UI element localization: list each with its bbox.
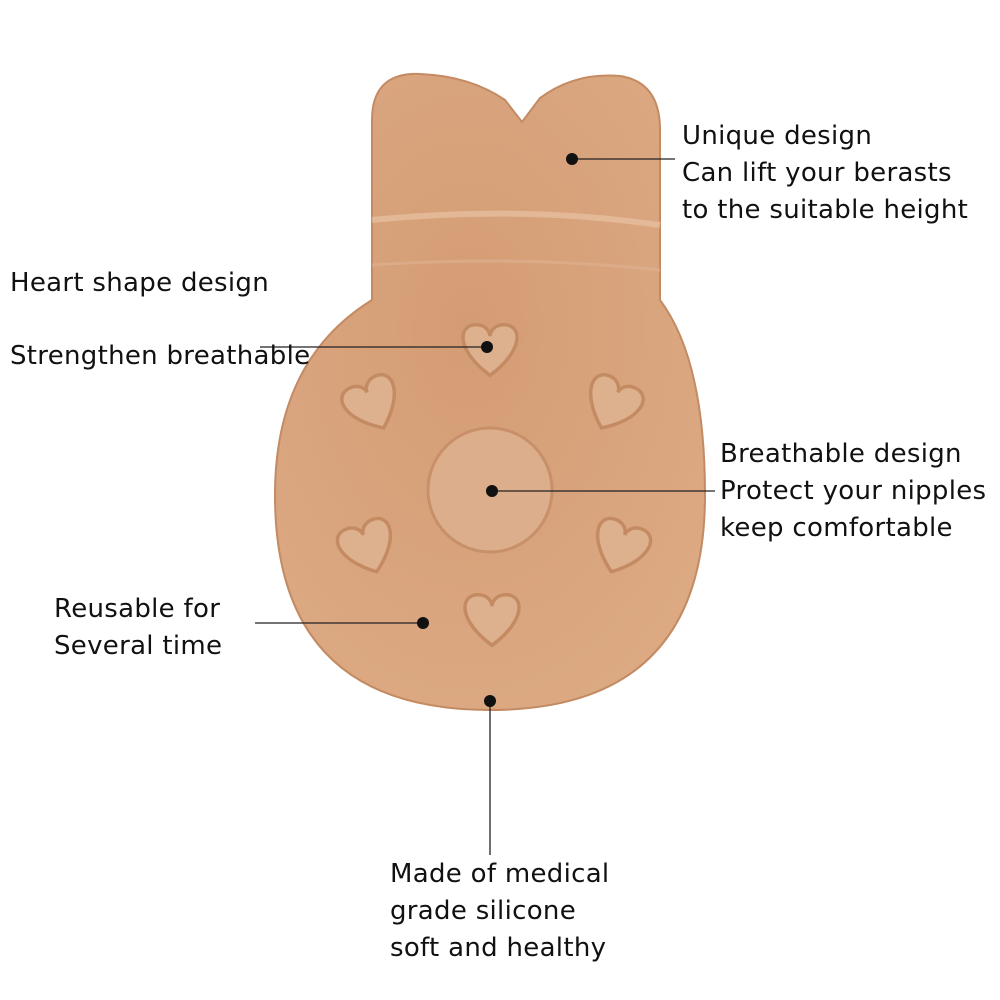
callout-unique-design: Unique design Can lift your berasts to t… (682, 121, 969, 225)
callout-dots (417, 153, 578, 707)
heart-vent-icon (335, 516, 393, 574)
heart-vent-icon (595, 516, 653, 574)
callout-lines (255, 158, 715, 855)
heart-vent-icon (589, 373, 645, 430)
callout-reusable: Reusable for Several time (54, 594, 223, 661)
heart-vent-icon (340, 373, 396, 430)
callout-heart-title: Heart shape design (10, 268, 270, 298)
callout-breathable-design: Breathable design Protect your nipples k… (720, 439, 987, 543)
callout-heart-subtitle: Strengthen breathable (10, 341, 311, 371)
heart-vents (335, 322, 653, 648)
heart-vent-icon (463, 592, 521, 648)
callout-material: Made of medical grade silicone soft and … (390, 859, 610, 963)
